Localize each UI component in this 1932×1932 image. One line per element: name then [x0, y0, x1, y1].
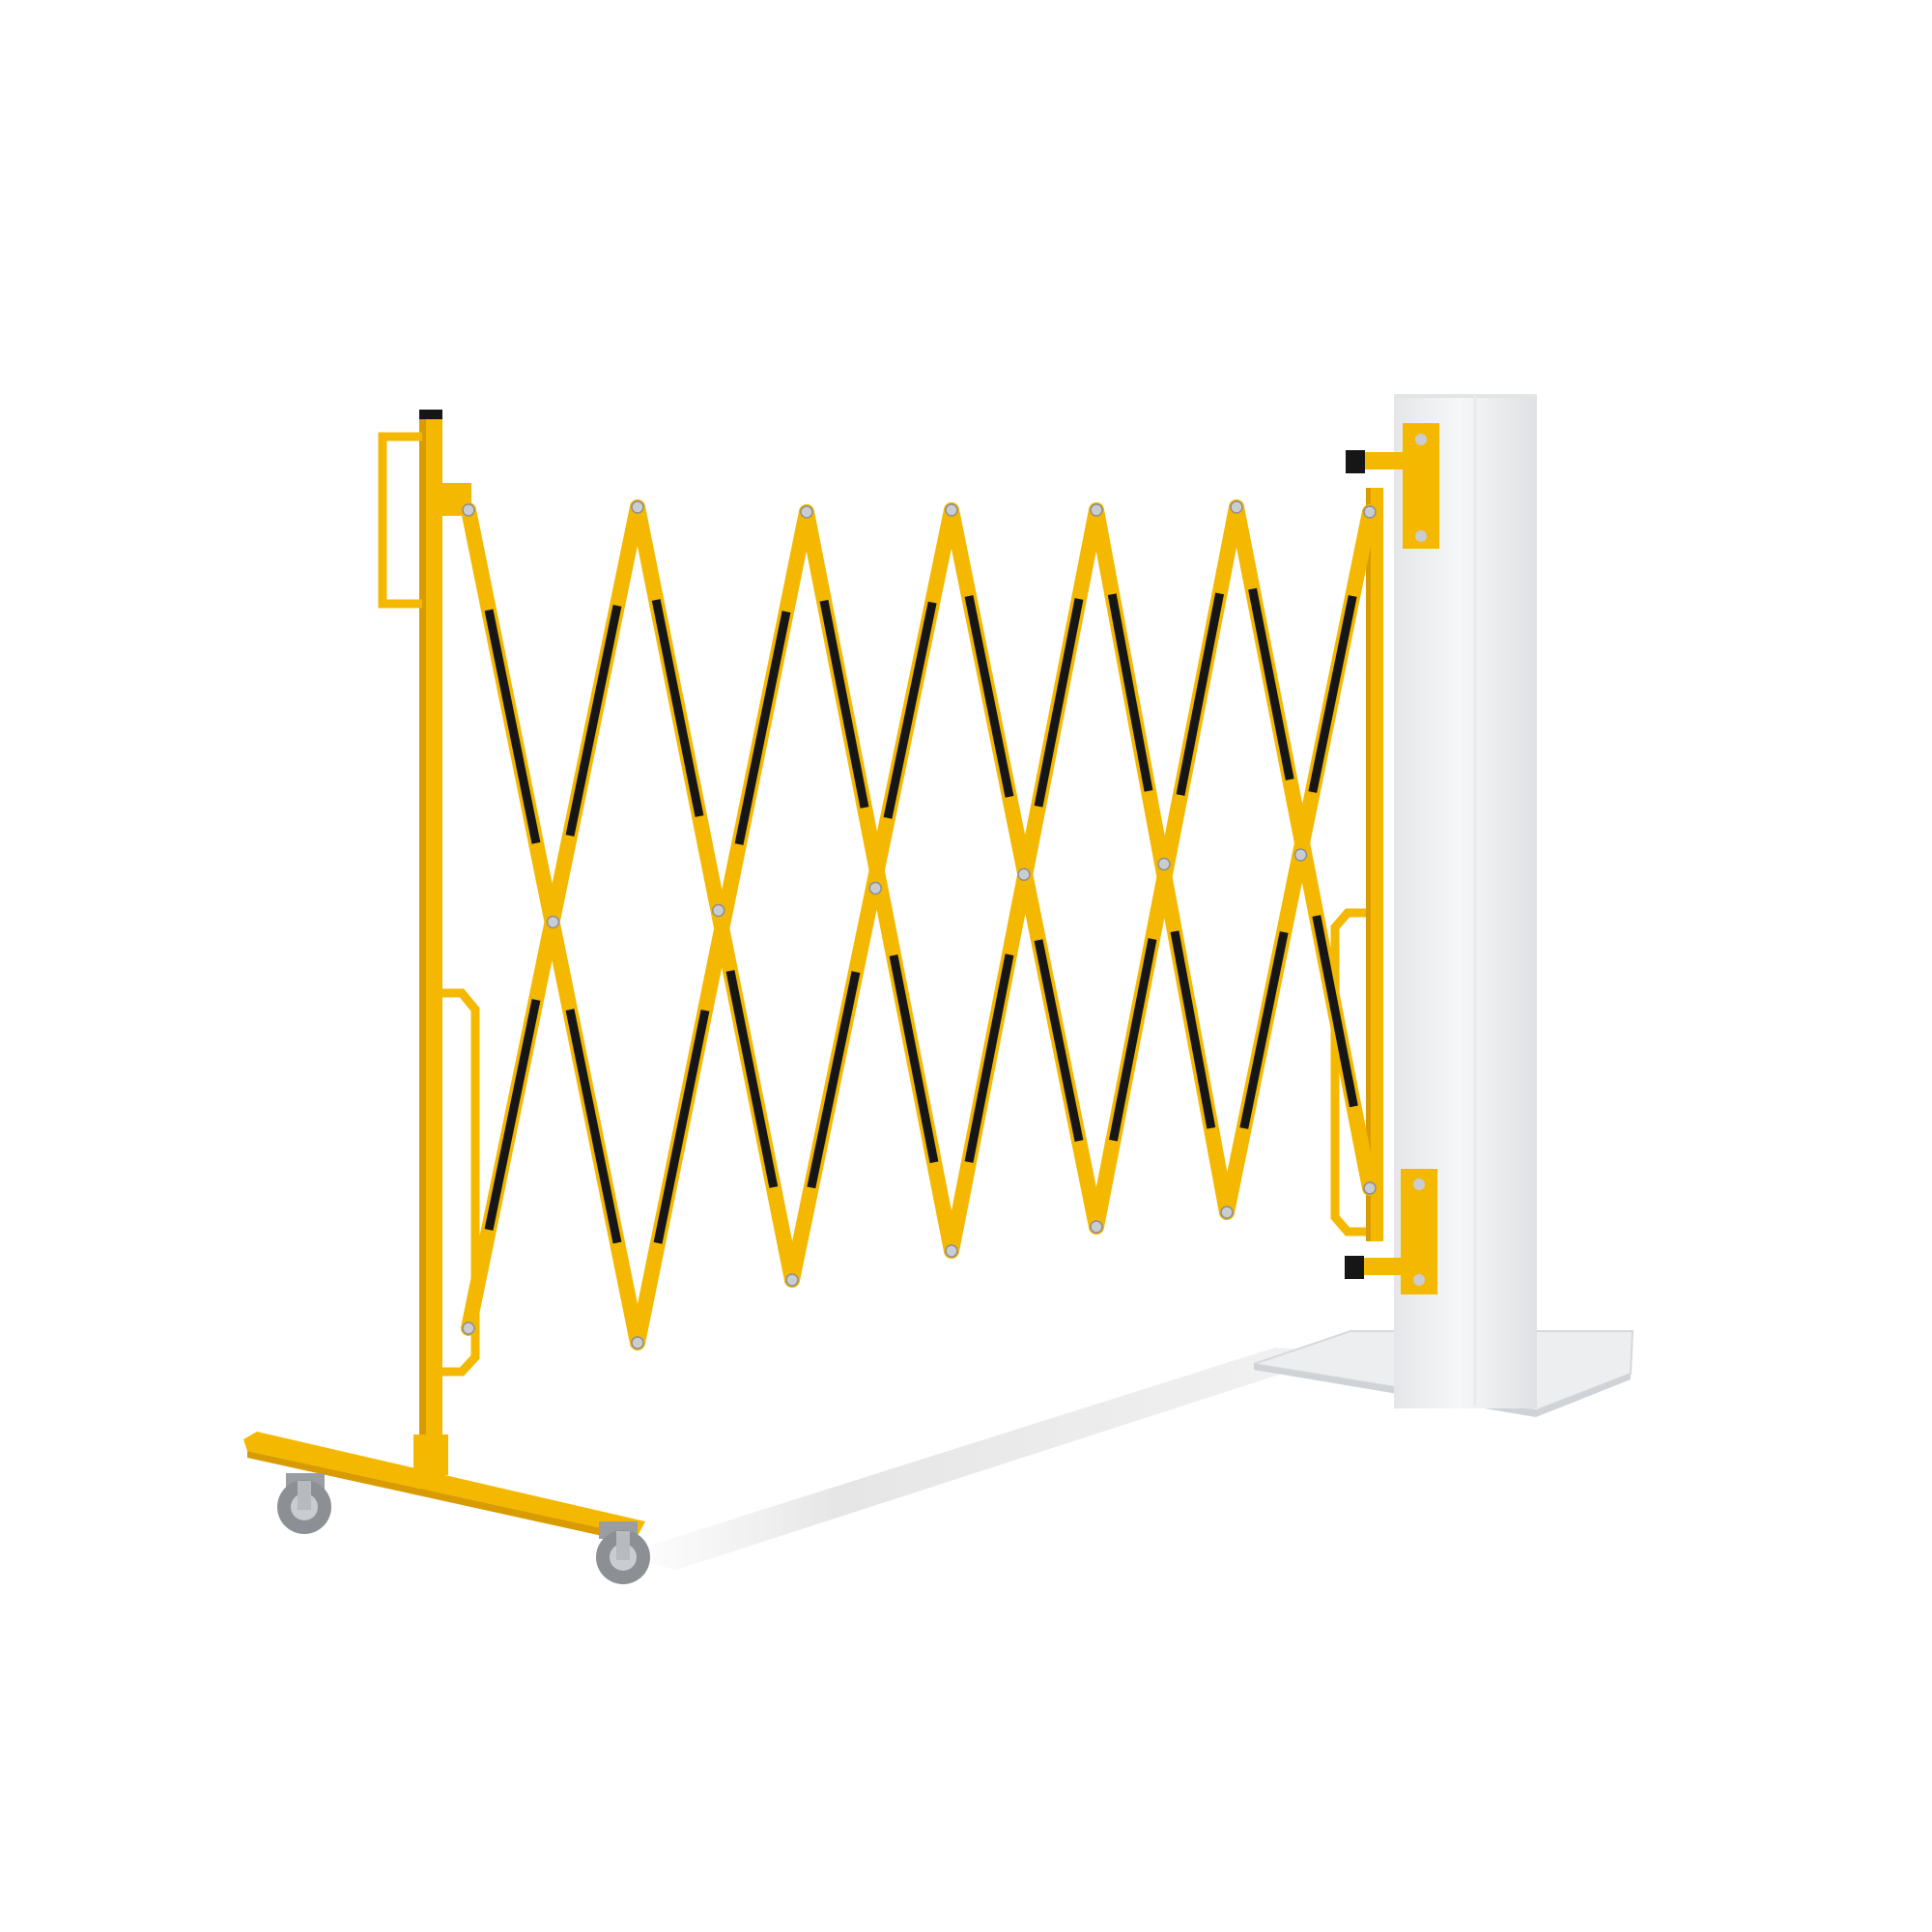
pivot-bolt	[1363, 1181, 1377, 1195]
reflective-strip	[484, 999, 541, 1231]
reflective-strip	[484, 609, 541, 844]
reflective-strip	[725, 970, 779, 1188]
pivot-bolt	[712, 903, 725, 918]
pivot-bolt	[462, 1321, 475, 1335]
wall-bracket-bottom	[1345, 1169, 1437, 1294]
pivot-bolt	[945, 503, 958, 517]
pivot-bolt	[800, 505, 813, 519]
pivot-bolt	[785, 1273, 799, 1287]
reflective-strip	[1239, 931, 1289, 1129]
reflective-strip	[1107, 593, 1153, 792]
reflective-strip	[1034, 598, 1084, 808]
pivot-bolt	[1293, 848, 1308, 862]
pivot-bolt	[1157, 857, 1171, 871]
pivot-bolt	[1230, 500, 1243, 514]
base-foot	[243, 1432, 645, 1536]
pivot-bolt	[1220, 1206, 1234, 1219]
pivot-bolt	[945, 1244, 958, 1258]
reflective-strip	[819, 599, 869, 809]
pivot-bolt	[462, 503, 475, 517]
reflective-strip	[1108, 938, 1157, 1142]
reflective-strip	[889, 954, 939, 1164]
reflective-strip	[653, 1009, 710, 1244]
reflective-strip	[1248, 587, 1294, 781]
reflective-strip	[964, 953, 1014, 1163]
reflective-strip	[1308, 595, 1357, 793]
left-post-cap	[419, 410, 442, 419]
barrier-frame	[243, 410, 1439, 1584]
pivot-bolt	[546, 915, 560, 929]
pivot-bolt	[631, 500, 644, 514]
caster-wheel-right	[596, 1521, 650, 1584]
floor-shadow	[618, 1348, 1348, 1570]
reflective-strip	[1034, 939, 1084, 1142]
post-top	[1394, 394, 1537, 398]
left-slide-bracket	[442, 988, 480, 1377]
wall-bracket-top	[1346, 423, 1439, 549]
reflective-strip	[734, 611, 791, 845]
reflective-strip	[565, 605, 622, 837]
caster-wheel-left	[277, 1473, 331, 1534]
pivot-bolt	[1363, 505, 1377, 519]
right-slide-bracket	[1330, 908, 1366, 1236]
carry-handle	[378, 432, 422, 609]
reflective-strip	[964, 595, 1014, 798]
pivot-bolt	[631, 1336, 644, 1350]
reflective-strip	[1312, 915, 1358, 1108]
pivot-bolt	[1090, 503, 1103, 517]
pivot-bolt	[868, 881, 882, 895]
reflective-strip	[883, 601, 937, 819]
pivot-bolt	[1017, 867, 1031, 881]
reflective-strip	[565, 1009, 622, 1244]
pivot-bolt	[1090, 1220, 1103, 1234]
reflective-strip	[651, 599, 704, 817]
scissor-lattice	[461, 499, 1378, 1350]
reflective-strip	[1176, 592, 1225, 796]
reflective-strip	[807, 971, 861, 1189]
reflective-strip	[1170, 930, 1216, 1129]
